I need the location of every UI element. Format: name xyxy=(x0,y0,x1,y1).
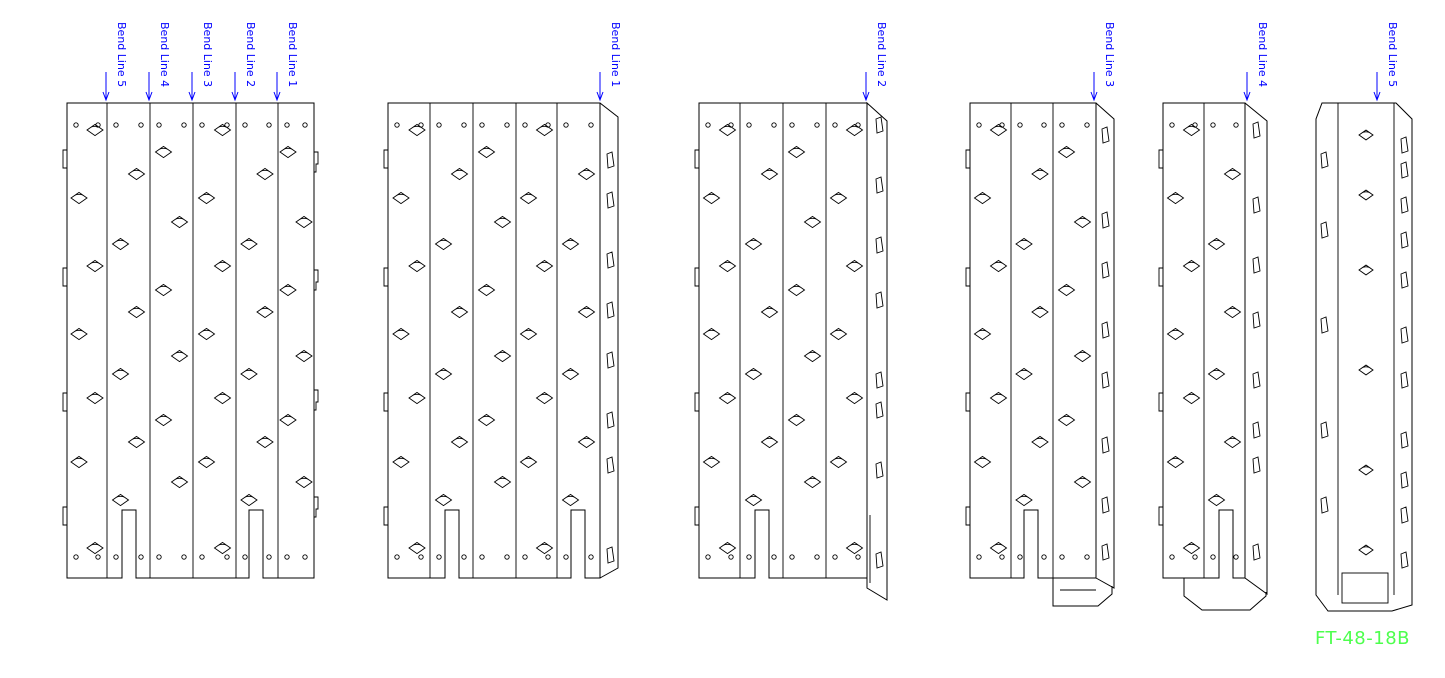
bend-line-arrow-icon xyxy=(1243,72,1251,102)
bend-line-label-text: Bend Line 4 xyxy=(1256,22,1269,87)
bend-line-label-text: Bend Line 1 xyxy=(609,22,622,87)
bend-line-label: Bend Line 3 xyxy=(188,22,214,102)
bend-line-label-text: Bend Line 4 xyxy=(158,22,171,87)
bend-line-arrow-icon xyxy=(102,72,110,102)
bend-line-label: Bend Line 3 xyxy=(1090,22,1116,102)
bend-line-arrow-icon xyxy=(145,72,153,102)
bend-line-arrow-icon xyxy=(596,72,604,102)
part-number: FT-48-18B xyxy=(1314,628,1410,649)
bend-line-arrow-icon xyxy=(1373,72,1381,102)
bend-line-label: Bend Line 5 xyxy=(1373,22,1399,102)
panel-step-4 xyxy=(1158,102,1268,611)
bend-line-arrow-icon xyxy=(862,72,870,102)
panel-step-3 xyxy=(965,102,1115,607)
panel-step-2 xyxy=(694,101,888,601)
bend-line-label: Bend Line 2 xyxy=(231,22,257,102)
bend-line-label-text: Bend Line 5 xyxy=(1386,22,1399,87)
bend-line-arrow-icon xyxy=(273,72,281,102)
bend-line-label: Bend Line 4 xyxy=(1243,22,1269,102)
bend-line-arrow-icon xyxy=(231,72,239,102)
bend-line-label: Bend Line 2 xyxy=(862,22,888,102)
bend-line-label-text: Bend Line 1 xyxy=(286,22,299,87)
panel-flat xyxy=(62,102,319,579)
bend-line-arrow-icon xyxy=(1090,72,1098,102)
bend-line-label-text: Bend Line 5 xyxy=(115,22,128,87)
panel-step-5 xyxy=(1315,102,1413,612)
bend-line-label: Bend Line 5 xyxy=(102,22,128,102)
bend-line-label-text: Bend Line 2 xyxy=(875,22,888,87)
bend-line-label-text: Bend Line 3 xyxy=(201,22,214,87)
bend-line-label-text: Bend Line 2 xyxy=(244,22,257,87)
panel-step-1 xyxy=(383,102,619,579)
bend-line-label: Bend Line 1 xyxy=(273,22,299,102)
bend-line-label-text: Bend Line 3 xyxy=(1103,22,1116,87)
bend-line-label: Bend Line 4 xyxy=(145,22,171,102)
bend-line-label: Bend Line 1 xyxy=(596,22,622,102)
bend-line-arrow-icon xyxy=(188,72,196,102)
